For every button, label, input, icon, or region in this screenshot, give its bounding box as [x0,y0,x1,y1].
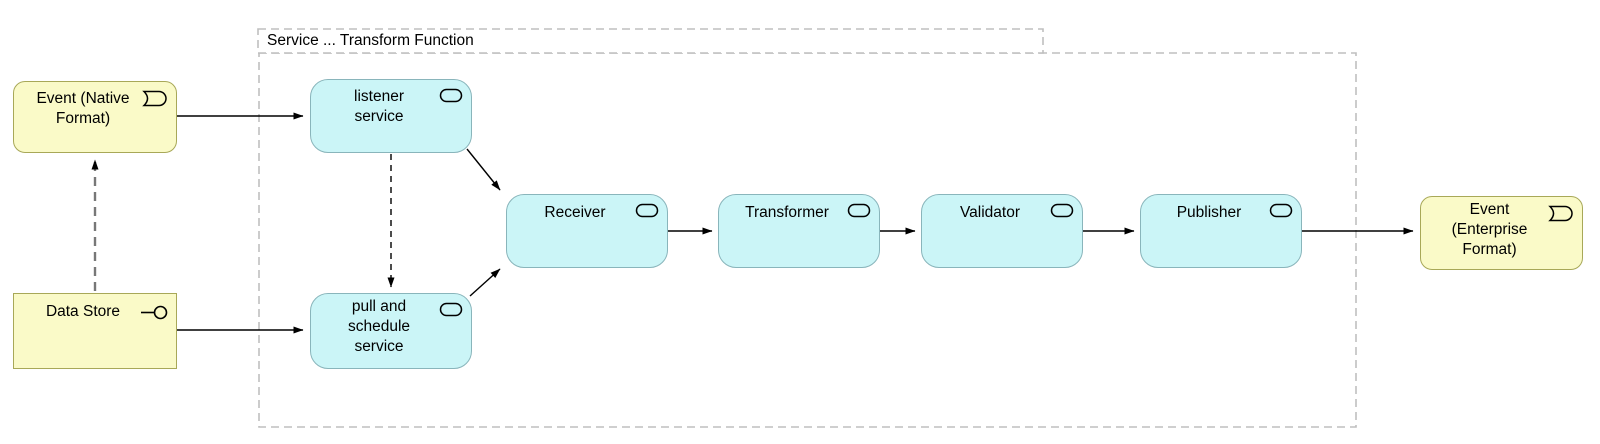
node-label: Event (Enterprise Format) [1451,201,1528,258]
node-label: Validator [959,204,1021,221]
node-validator[interactable]: Validator [921,194,1083,268]
service-icon [1269,203,1293,218]
node-receiver[interactable]: Receiver [506,194,668,268]
node-transformer[interactable]: Transformer [718,194,880,268]
node-event-native[interactable]: Event (Native Format) [13,81,177,153]
node-pull-schedule-service[interactable]: pull and schedule service [310,293,472,369]
frame-title: Service ... Transform Function [267,32,474,49]
node-label: Data Store [45,303,121,320]
service-icon [439,88,463,103]
node-label: Transformer [745,204,829,221]
node-label: pull and schedule service [347,298,411,355]
service-icon [635,203,659,218]
node-label: Event (Native Format) [36,90,130,127]
node-label: listener service [354,88,404,125]
node-listener-service[interactable]: listener service [310,79,472,153]
event-icon [1546,205,1574,222]
edge-pull-schedule-to-receiver [469,268,501,297]
service-icon [847,203,871,218]
node-event-enterprise[interactable]: Event (Enterprise Format) [1420,196,1583,270]
node-label: Publisher [1176,204,1242,221]
node-data-store[interactable]: Data Store [13,293,177,369]
event-icon [140,90,168,107]
service-icon [439,302,463,317]
node-publisher[interactable]: Publisher [1140,194,1302,268]
edge-listener-to-receiver [466,148,501,191]
node-label: Receiver [544,204,606,221]
interface-lollipop-icon [140,304,168,321]
service-icon [1050,203,1074,218]
